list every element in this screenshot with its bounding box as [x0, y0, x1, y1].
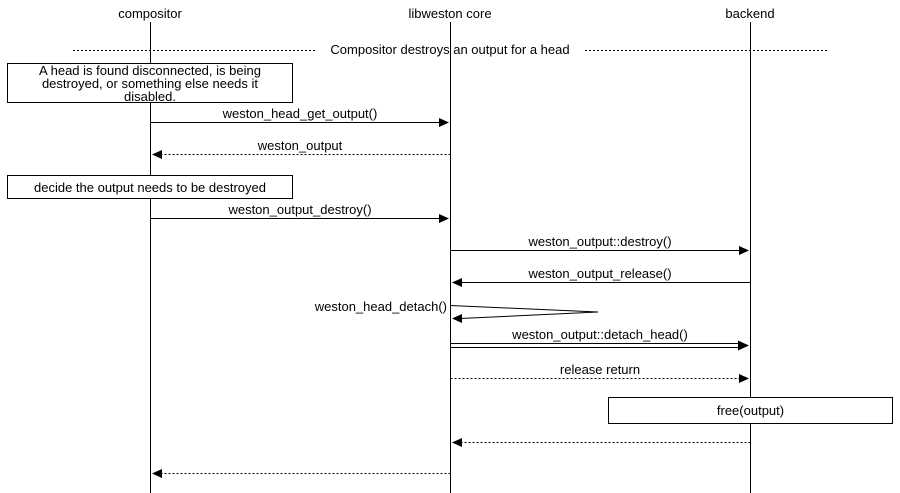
arrow-weston-output-release	[452, 278, 751, 287]
message-label-weston-head-detach: weston_head_detach()	[314, 299, 447, 314]
actor-label-compositor: compositor	[118, 6, 182, 21]
note-line: disabled.	[123, 88, 177, 104]
arrow-weston-output-detach-head	[450, 340, 749, 351]
note-line: free(output)	[716, 403, 785, 418]
actor-label-backend: backend	[725, 6, 775, 21]
actor-label-libweston-core: libweston core	[408, 6, 492, 21]
note-free-output: free(output)	[608, 397, 893, 424]
note-decide-destroy: decide the output needs to be destroyed	[7, 175, 293, 199]
divider-label: Compositor destroys an output for a head	[330, 42, 570, 57]
note-head-disconnected: A head is found disconnected, is being d…	[7, 63, 293, 103]
message-label-release-return: release return	[559, 362, 641, 377]
message-label-weston-output: weston_output	[257, 138, 343, 153]
message-label-weston-output-detach-head: weston_output::detach_head()	[512, 327, 688, 342]
message-label-weston-output-destroy-vfunc: weston_output::destroy()	[528, 234, 672, 249]
arrow-weston-output-return	[152, 150, 451, 159]
message-label-weston-output-destroy: weston_output_destroy()	[228, 202, 372, 217]
arrow-weston-head-get-output	[150, 118, 449, 127]
arrow-return-to-core	[452, 438, 751, 447]
arrow-weston-output-destroy-vfunc	[450, 246, 749, 255]
arrow-weston-head-detach-self	[450, 305, 599, 323]
arrow-return-to-compositor	[152, 469, 451, 478]
arrow-weston-output-destroy	[150, 214, 449, 223]
arrow-release-return	[450, 374, 749, 383]
note-line: decide the output needs to be destroyed	[33, 179, 266, 195]
message-label-weston-head-get-output: weston_head_get_output()	[222, 106, 378, 121]
note-line: destroyed, or something else needs it	[41, 75, 259, 91]
note-line: A head is found disconnected, is being	[39, 62, 261, 78]
message-label-weston-output-release: weston_output_release()	[528, 266, 672, 281]
